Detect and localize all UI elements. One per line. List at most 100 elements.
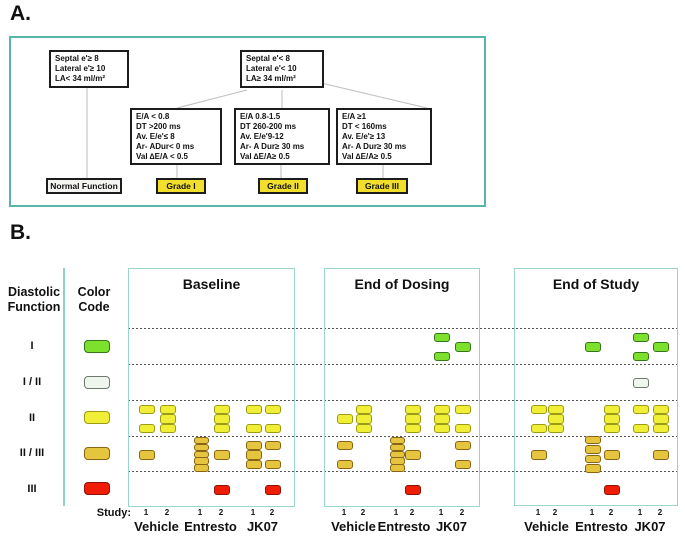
panel-a-label: A.	[10, 2, 31, 25]
data-pill-II-III	[193, 464, 209, 472]
outcome-grade-3: Grade III	[356, 178, 408, 194]
group-label-jk07: JK07	[435, 519, 468, 534]
data-pill-II	[405, 404, 421, 414]
row-label-I: I	[30, 340, 34, 352]
group-label-vehicle: Vehicle	[134, 519, 179, 534]
data-pill-II	[434, 404, 450, 414]
panel-title-end-of-dosing: End of Dosing	[354, 276, 450, 292]
data-pill-II	[604, 404, 620, 414]
study-number-label: 1	[535, 508, 541, 517]
data-pill-II	[265, 404, 281, 414]
color-swatch-II-III	[84, 447, 110, 460]
group-label-entresto: Entresto	[575, 519, 628, 534]
study-number-label: 2	[218, 508, 224, 517]
data-pill-II	[160, 404, 176, 414]
group-label-vehicle: Vehicle	[331, 519, 376, 534]
data-pill-II	[548, 414, 564, 424]
panel-a-flowchart: Septal e'≥ 8 Lateral e'≥ 10 LA< 34 ml/m²…	[9, 36, 486, 207]
group-label-entresto: Entresto	[184, 519, 237, 534]
panel-end-of-dosing: End of Dosing	[324, 268, 480, 507]
data-pill-II	[604, 423, 620, 433]
data-pill-II-III	[585, 445, 601, 454]
data-pill-I	[455, 342, 471, 352]
data-pill-II-III	[585, 435, 601, 444]
data-pill-II	[160, 414, 176, 424]
grade2-criteria-box: E/A 0.8-1.5 DT 260-200 ms Av. E/e'9-12 A…	[234, 108, 330, 165]
data-pill-II	[633, 404, 649, 414]
normal-criteria-box: Septal e'≥ 8 Lateral e'≥ 10 LA< 34 ml/m²	[49, 50, 129, 88]
dashed-gridline	[128, 400, 678, 401]
outcome-normal-function: Normal Function	[46, 178, 122, 194]
data-pill-III	[604, 485, 620, 495]
data-pill-II	[531, 423, 547, 433]
data-pill-II-III	[246, 459, 262, 469]
outcome-grade-2: Grade II	[258, 178, 308, 194]
study-number-label: 2	[164, 508, 170, 517]
data-pill-II-III	[604, 450, 620, 460]
data-pill-II-III	[455, 440, 471, 450]
color-swatch-I	[84, 340, 110, 353]
abnormal-criteria-box: Septal e'< 8 Lateral e'< 10 LA≥ 34 ml/m²	[240, 50, 324, 88]
grade3-criteria-box: E/A ≥1 DT < 160ms Av. E/e'≥ 13 Ar- A Dur…	[336, 108, 432, 165]
data-pill-I	[653, 342, 669, 352]
flowchart-connectors	[86, 81, 428, 178]
data-pill-II	[160, 423, 176, 433]
row-label-III: III	[27, 483, 37, 495]
data-pill-II	[434, 423, 450, 433]
panel-baseline: Baseline	[128, 268, 295, 507]
outcome-grade-1: Grade I	[156, 178, 206, 194]
data-pill-III	[214, 485, 230, 495]
data-pill-II	[246, 423, 262, 433]
row-label-II-III: II / III	[19, 447, 45, 459]
data-pill-II	[139, 423, 155, 433]
group-label-jk07: JK07	[634, 519, 666, 534]
data-pill-II	[604, 414, 620, 424]
row-label-II: II	[28, 412, 36, 424]
data-pill-I	[633, 332, 649, 342]
data-pill-II	[633, 423, 649, 433]
data-pill-II-III	[139, 450, 155, 460]
data-pill-II	[214, 404, 230, 414]
data-pill-II-III	[585, 454, 601, 463]
study-number-label: 2	[459, 508, 465, 517]
study-number-label: 2	[552, 508, 558, 517]
dashed-gridline	[128, 328, 678, 329]
data-pill-II	[246, 404, 262, 414]
data-pill-II	[405, 414, 421, 424]
data-pill-II	[405, 423, 421, 433]
data-pill-II	[356, 414, 372, 424]
data-pill-I	[633, 351, 649, 361]
data-pill-II	[455, 423, 471, 433]
data-pill-II-III	[246, 440, 262, 450]
study-number-label: 1	[589, 508, 595, 517]
data-pill-II	[356, 423, 372, 433]
data-pill-II	[356, 404, 372, 414]
data-pill-II-III	[246, 450, 262, 460]
data-pill-II-III	[405, 450, 421, 460]
color-swatch-I-II	[84, 376, 110, 389]
data-pill-II-III	[531, 450, 547, 460]
data-pill-II	[653, 404, 669, 414]
study-number-label: 1	[393, 508, 399, 517]
study-number-label: 2	[269, 508, 275, 517]
color-code-header: Color Code	[77, 285, 111, 314]
study-number-label: 1	[438, 508, 444, 517]
panel-end-of-study: End of Study	[514, 268, 678, 506]
data-pill-II-III	[337, 440, 353, 450]
study-number-label: 1	[197, 508, 203, 517]
data-pill-II-III	[585, 464, 601, 473]
dashed-gridline	[128, 364, 678, 365]
study-number-label: 2	[608, 508, 614, 517]
data-pill-II	[214, 423, 230, 433]
study-axis-label: Study:	[96, 507, 131, 519]
data-pill-II-III	[389, 464, 405, 472]
data-pill-III	[405, 485, 421, 495]
color-swatch-III	[84, 482, 110, 495]
data-pill-II-III	[455, 459, 471, 469]
panel-title-baseline: Baseline	[182, 276, 241, 292]
data-pill-I-II	[633, 378, 649, 388]
data-pill-II-III	[653, 450, 669, 460]
data-pill-II	[265, 423, 281, 433]
data-pill-II	[434, 414, 450, 424]
